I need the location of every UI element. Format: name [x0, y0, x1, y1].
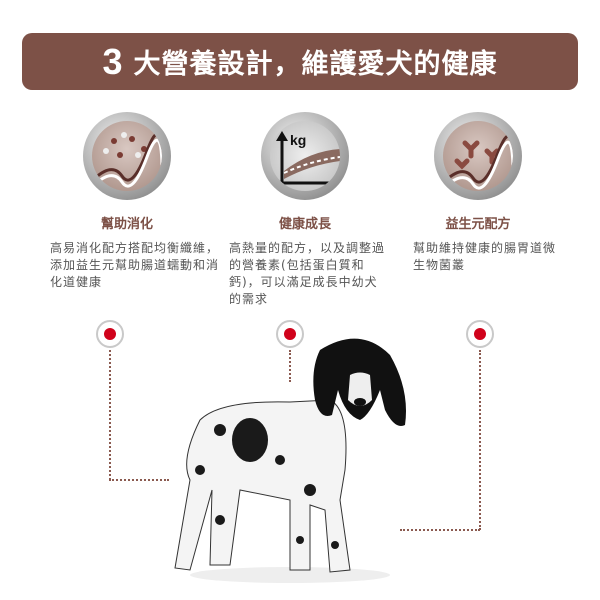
- connector-line: [109, 479, 169, 481]
- connector-line: [289, 350, 291, 382]
- headline-banner: 3 大營養設計，維護愛犬的健康: [22, 33, 578, 90]
- feature-title-prebiotic: 益生元配方: [445, 217, 511, 232]
- digestion-icon: [83, 112, 171, 200]
- feature-desc-digestion: 高易消化配方搭配均衡纖維，添加益生元幫助腸道蠕動和消化道健康: [50, 241, 220, 289]
- growth-kg-icon: kg: [261, 112, 349, 200]
- prebiotic-icon: [434, 112, 522, 200]
- headline-title: 大營養設計，維護愛犬的健康: [133, 49, 498, 80]
- feature-desc-prebiotic: 幫助維持健康的腸胃道微生物菌叢: [413, 241, 557, 272]
- hotspot-digestion[interactable]: [96, 320, 124, 348]
- connector-line: [400, 529, 480, 531]
- puppy-image: [174, 338, 406, 583]
- connector-line: [479, 350, 481, 530]
- hotspot-prebiotic[interactable]: [466, 320, 494, 348]
- hotspot-growth[interactable]: [276, 320, 304, 348]
- kg-label: kg: [290, 132, 306, 148]
- feature-desc-growth: 高熱量的配方，以及調整過的營養素(包括蛋白質和鈣)，可以滿足成長中幼犬的需求: [229, 241, 386, 306]
- connector-line: [109, 350, 111, 480]
- feature-title-growth: 健康成長: [278, 217, 331, 232]
- headline-number: 3: [102, 40, 124, 82]
- feature-title-digestion: 幫助消化: [100, 217, 153, 232]
